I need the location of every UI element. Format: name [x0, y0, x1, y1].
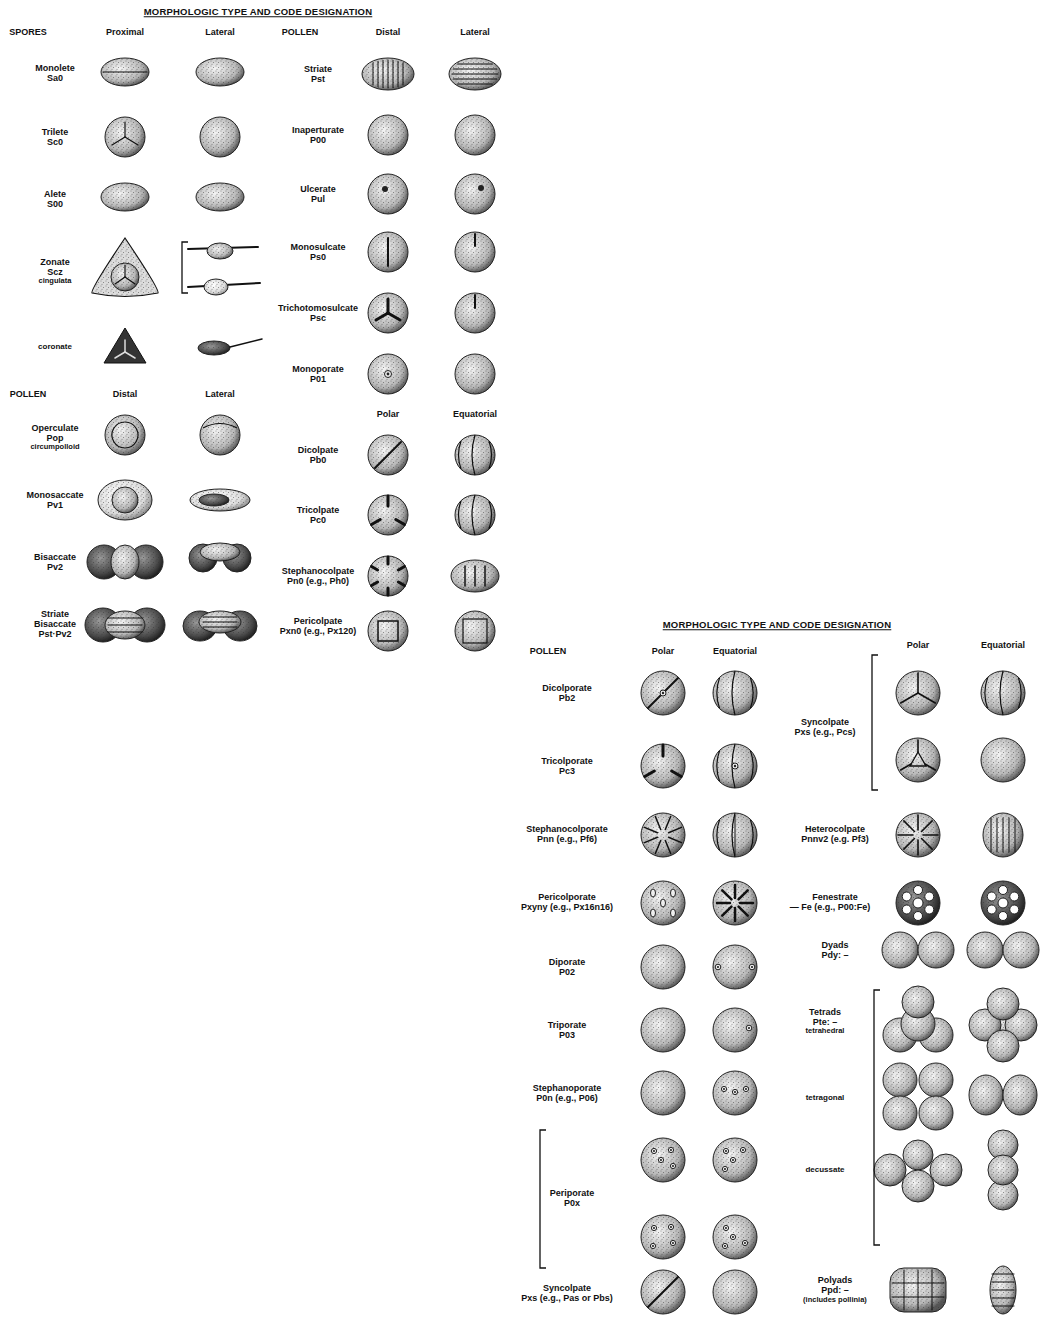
type-label: Monosaccate	[26, 491, 83, 500]
type-label: Pte: –	[813, 1018, 838, 1027]
type-label: Stephanoporate	[533, 1084, 602, 1093]
type-label: Pc0	[310, 516, 326, 525]
type-label: Proximal	[106, 28, 144, 37]
type-label: Psc	[310, 314, 326, 323]
type-label: Equatorial	[981, 641, 1025, 650]
type-label: Alete	[44, 190, 66, 199]
type-label: Tricolpate	[297, 506, 340, 515]
type-label: Pxn0 (e.g., Px120)	[280, 627, 357, 636]
type-label: Zonate	[40, 258, 70, 267]
type-label: Pst	[311, 75, 325, 84]
type-label: Lateral	[460, 28, 490, 37]
type-label: Trichotomosulcate	[278, 304, 358, 313]
type-label: Striate	[304, 65, 332, 74]
type-label: POLLEN	[530, 647, 567, 656]
type-label: Dicolpate	[298, 446, 339, 455]
type-label: Pb2	[559, 694, 576, 703]
type-label: Stephanocolpate	[282, 567, 355, 576]
type-label: Pop	[47, 434, 64, 443]
type-label: Tetrads	[809, 1008, 841, 1017]
type-label: Pst·Pv2	[38, 630, 71, 639]
type-label: (includes pollinia)	[803, 1296, 867, 1304]
type-label: Bisaccate	[34, 553, 76, 562]
type-label: coronate	[38, 343, 72, 351]
type-label: Equatorial	[453, 410, 497, 419]
type-label: Dicolporate	[542, 684, 592, 693]
type-label: Tricolporate	[541, 757, 593, 766]
type-label: POLLEN	[282, 28, 319, 37]
type-label: Bisaccate	[34, 620, 76, 629]
type-label: — Fe (e.g., P00:Fe)	[790, 903, 871, 912]
type-label: Ulcerate	[300, 185, 336, 194]
type-label: tetragonal	[806, 1094, 845, 1102]
type-label: Ps0	[310, 253, 326, 262]
type-label: Pxs (e.g., Pcs)	[794, 728, 855, 737]
type-label: Inaperturate	[292, 126, 344, 135]
type-label: Pv1	[47, 501, 63, 510]
type-label: Pv2	[47, 563, 63, 572]
type-label: Polar	[377, 410, 400, 419]
type-label: P02	[559, 968, 575, 977]
type-label: Polar	[652, 647, 675, 656]
type-label: Monosulcate	[290, 243, 345, 252]
type-label: Sa0	[47, 74, 63, 83]
type-label: decussate	[805, 1166, 844, 1174]
type-label: Pc3	[559, 767, 575, 776]
type-label: POLLEN	[10, 390, 47, 399]
type-label: Lateral	[205, 390, 235, 399]
type-label: Ppd: –	[821, 1286, 849, 1295]
type-label: P0n (e.g., P06)	[536, 1094, 598, 1103]
type-label: Dyads	[821, 941, 848, 950]
type-label: tetrahedral	[806, 1027, 845, 1035]
type-label: Sc0	[47, 138, 63, 147]
type-label: Triporate	[548, 1021, 587, 1030]
type-label: Stephanocolporate	[526, 825, 608, 834]
type-label: S00	[47, 200, 63, 209]
type-label: Trilete	[42, 128, 69, 137]
type-label: SPORES	[9, 28, 47, 37]
type-label: Distal	[376, 28, 401, 37]
type-label: circumpolloid	[30, 443, 79, 451]
type-label: Pericolpate	[294, 617, 343, 626]
type-label: Lateral	[205, 28, 235, 37]
type-label: Striate	[41, 610, 69, 619]
type-label: Diporate	[549, 958, 586, 967]
type-label: Pn0 (e.g., Ph0)	[287, 577, 349, 586]
type-label: Syncolpate	[543, 1284, 591, 1293]
type-label: P01	[310, 375, 326, 384]
type-label: Monoporate	[292, 365, 344, 374]
type-label: Pdy: –	[821, 951, 848, 960]
type-label: Pul	[311, 195, 325, 204]
type-label: Distal	[113, 390, 138, 399]
grain-drawing	[85, 58, 1039, 1314]
type-label: Heterocolpate	[805, 825, 865, 834]
type-label: Scz	[47, 268, 63, 277]
type-label: Pb0	[310, 456, 327, 465]
type-label: cingulata	[39, 277, 72, 285]
type-label: Polyads	[818, 1276, 853, 1285]
type-label: Periporate	[550, 1189, 595, 1198]
type-label: P00	[310, 136, 326, 145]
type-label: Pericolporate	[538, 893, 596, 902]
type-label: Polar	[907, 641, 930, 650]
type-label: Pnn (e.g., Pf6)	[537, 835, 597, 844]
type-label: P0x	[564, 1199, 580, 1208]
type-label: P03	[559, 1031, 575, 1040]
title-text: MORPHOLOGIC TYPE AND CODE DESIGNATION	[663, 620, 892, 630]
type-label: Pxs (e.g., Pas or Pbs)	[521, 1294, 613, 1303]
type-label: Monolete	[35, 64, 75, 73]
type-label: Operculate	[31, 424, 78, 433]
type-label: Pxyny (e.g., Px16n16)	[521, 903, 613, 912]
title-text: MORPHOLOGIC TYPE AND CODE DESIGNATION	[144, 7, 373, 17]
type-label: Syncolpate	[801, 718, 849, 727]
type-label: Equatorial	[713, 647, 757, 656]
type-label: Pnnv2 (e.g. Pf3)	[801, 835, 869, 844]
type-label: Fenestrate	[812, 893, 858, 902]
